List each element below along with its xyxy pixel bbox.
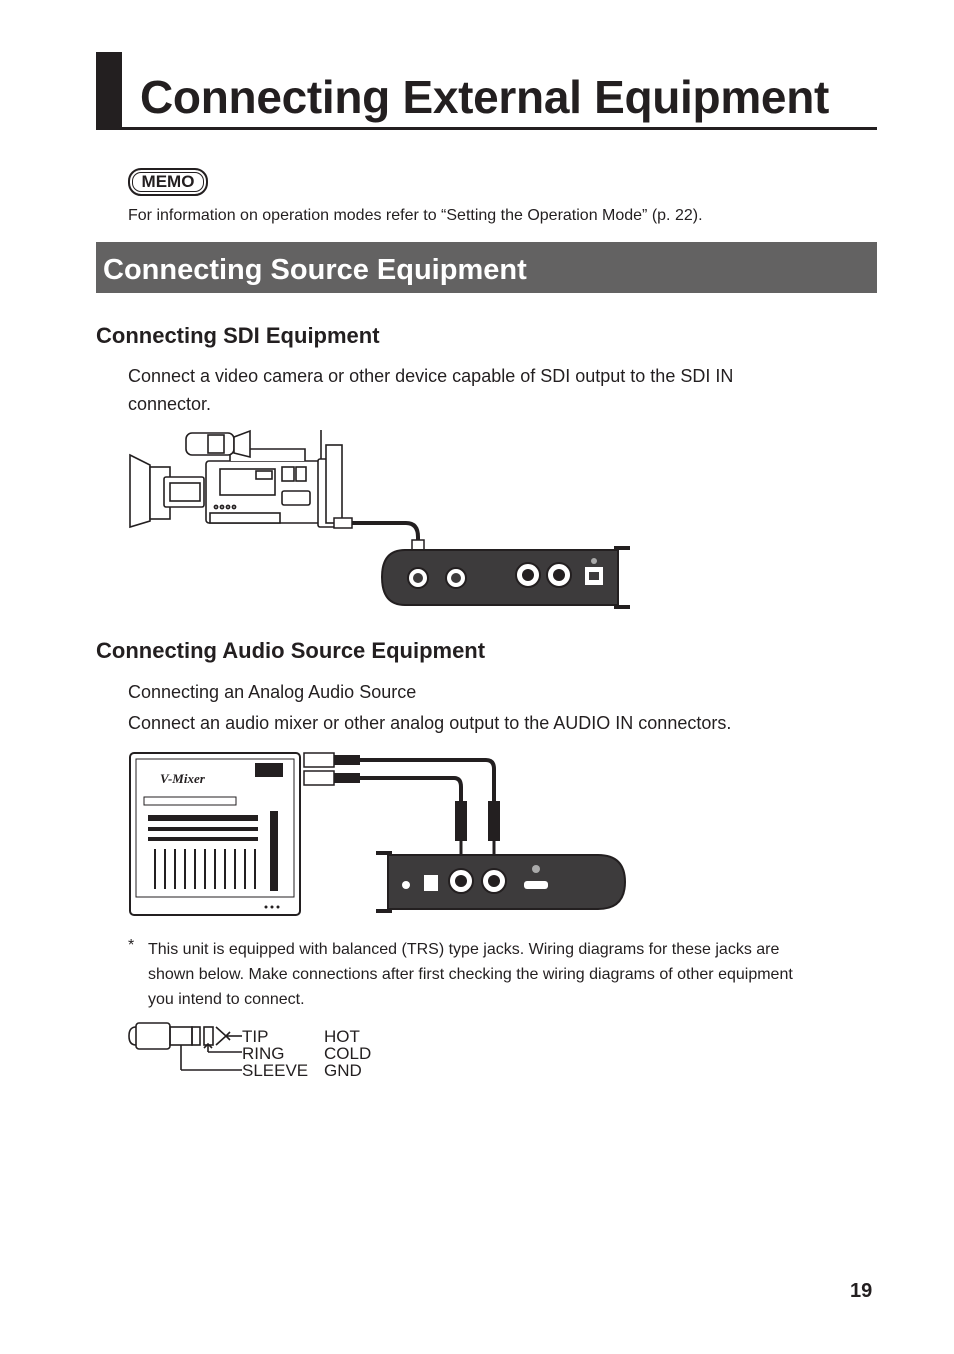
bnc-plug-icon	[333, 517, 353, 529]
audio-mixer-icon: V-Mixer	[129, 752, 301, 916]
sdi-connection-illustration	[129, 429, 630, 609]
trs-label-sleeve: SLEEVE	[242, 1061, 309, 1080]
xlr-plug-icon	[303, 770, 335, 786]
page-title: Connecting External Equipment	[140, 71, 830, 123]
trs-label-tip: TIP	[242, 1027, 269, 1046]
trs-signal-hot: HOT	[324, 1027, 360, 1046]
sdi-heading: Connecting SDI Equipment	[96, 323, 380, 348]
audio-body: Connect an audio mixer or other analog o…	[128, 713, 732, 733]
memo-badge: MEMO	[128, 168, 208, 196]
mixer-logo: V-Mixer	[160, 771, 206, 786]
device-front-panel-icon	[376, 851, 627, 913]
sdi-body: Connect a video camera or other device c…	[128, 366, 734, 414]
audio-subheading: Connecting an Analog Audio Source	[128, 682, 417, 702]
video-camera-icon	[129, 429, 343, 529]
section-header-bar	[96, 242, 877, 293]
audio-heading: Connecting Audio Source Equipment	[96, 638, 486, 663]
trs-plug-icon	[488, 801, 500, 841]
title-accent-bar	[96, 52, 122, 129]
title-underline	[96, 127, 877, 130]
trs-plug-icon	[455, 801, 467, 841]
memo-text: For information on operation modes refer…	[128, 207, 703, 224]
trs-signal-cold: COLD	[324, 1044, 372, 1063]
section-title: Connecting Source Equipment	[103, 254, 527, 286]
device-rear-panel-icon	[380, 546, 630, 609]
audio-connection-illustration: V-Mixer	[129, 752, 627, 916]
note-marker: *	[128, 937, 135, 954]
trs-plug-diagram	[128, 1022, 242, 1071]
trs-signal-gnd: GND	[324, 1061, 362, 1080]
xlr-plug-icon	[303, 752, 335, 768]
trs-note: This unit is equipped with balanced (TRS…	[148, 941, 793, 1008]
page-number: 19	[850, 1280, 873, 1302]
trs-label-ring: RING	[242, 1044, 285, 1063]
